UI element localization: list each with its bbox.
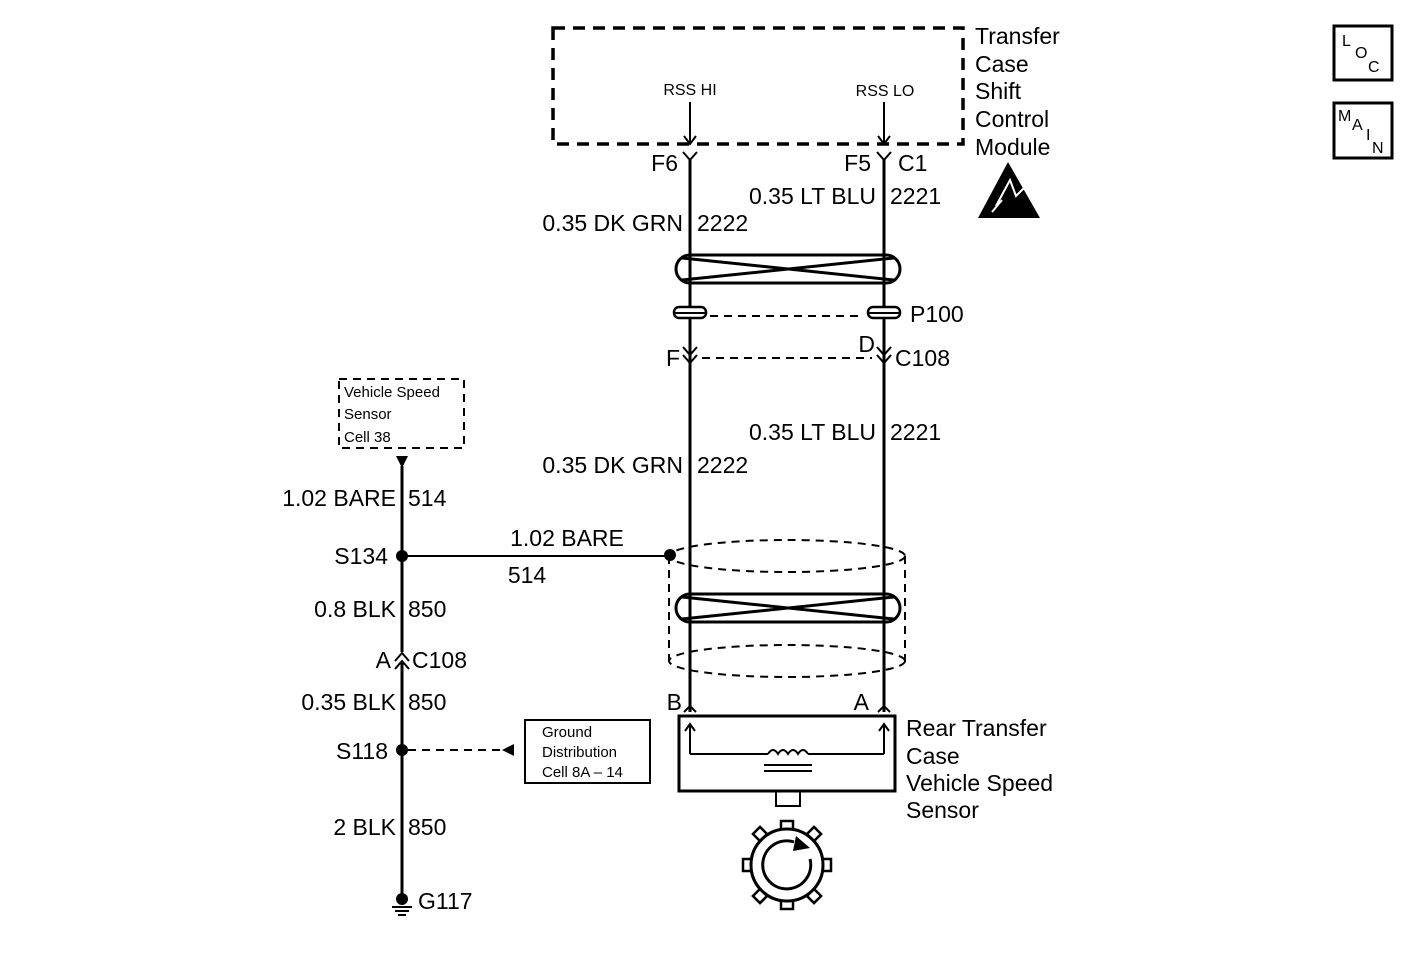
ref-box-ground-distribution[interactable]: Ground Distribution Cell 8A – 14 — [524, 719, 651, 784]
ground-dist-line-1: Ground — [542, 724, 592, 741]
vss-ref-line-3: Cell 38 — [344, 429, 391, 446]
wire-label-blk-035: 0.35 BLK — [301, 689, 396, 715]
reluctor-wheel-icon — [741, 819, 833, 911]
speed-sensor-component — [677, 714, 897, 807]
shift-control-module: RSS HI RSS LO Transfer Case Shift Contro… — [551, 23, 1060, 218]
module-pin-lo — [876, 102, 892, 162]
circuit-850-c: 850 — [408, 814, 446, 840]
ref-box-vehicle-speed-sensor[interactable]: Vehicle Speed Sensor Cell 38 — [338, 378, 465, 449]
circuit-2221-upper: 2221 — [890, 183, 941, 209]
vss-ref-line-1: Vehicle Speed — [344, 384, 440, 401]
wire-label-ltblu-lower: 0.35 LT BLU — [749, 419, 876, 445]
conn-c1: C1 — [898, 150, 927, 176]
sensor-pin-a: A — [854, 689, 870, 715]
c108-ground-pin-a: A — [376, 647, 392, 673]
splice-s134-label: S134 — [334, 543, 388, 569]
module-title-line-3: Shift — [975, 78, 1022, 104]
pin-label-rss-hi: RSS HI — [663, 82, 716, 99]
loc-letter-c: C — [1368, 59, 1380, 76]
vss-ref-line-2: Sensor — [344, 406, 392, 423]
loc-letter-o: O — [1355, 45, 1367, 62]
module-title-line-5: Module — [975, 134, 1050, 160]
ground-dist-arrow-icon — [502, 744, 514, 756]
module-title-line-2: Case — [975, 51, 1029, 77]
main-letter-a: A — [1352, 117, 1363, 134]
wire-label-bare-drain: 1.02 BARE — [510, 525, 624, 551]
ground-g117-label: G117 — [418, 888, 473, 914]
main-letter-i: I — [1366, 127, 1370, 144]
twisted-pair-upper — [674, 253, 902, 285]
circuit-514-upper: 514 — [408, 485, 447, 511]
sensor-title-line-3: Vehicle Speed — [906, 770, 1053, 796]
passthrough-label: P100 — [910, 301, 964, 327]
ground-g117-icon — [392, 893, 412, 916]
connector-c108-ground — [394, 651, 410, 670]
ground-dist-line-2: Distribution — [542, 744, 617, 761]
wire-label-ltblu-upper: 0.35 LT BLU — [749, 183, 876, 209]
drain-connection-dot — [664, 549, 676, 561]
circuit-2222-upper: 2222 — [697, 210, 748, 236]
ref-arrow-down-icon — [396, 456, 408, 468]
module-pin-hi — [682, 102, 698, 162]
module-title-line-1: Transfer — [975, 23, 1060, 49]
module-title-line-4: Control — [975, 106, 1049, 132]
conn-pin-f6: F6 — [651, 150, 678, 176]
loc-letter-l: L — [1342, 33, 1351, 50]
sensor-pin-chevrons — [683, 704, 891, 713]
circuit-850-b: 850 — [408, 689, 446, 715]
wire-label-blk-08: 0.8 BLK — [314, 596, 396, 622]
circuit-2222-lower: 2222 — [697, 452, 748, 478]
c108-pin-f: F — [666, 345, 680, 371]
connector-c108-pair — [682, 346, 892, 365]
sensor-title-line-2: Case — [906, 743, 960, 769]
pin-label-rss-lo: RSS LO — [856, 83, 915, 100]
esd-warning-icon — [978, 162, 1040, 218]
c108-ground-label: C108 — [412, 647, 467, 673]
sensor-title-line-4: Sensor — [906, 797, 979, 823]
c108-label: C108 — [895, 345, 950, 371]
circuit-850-a: 850 — [408, 596, 446, 622]
circuit-2221-lower: 2221 — [890, 419, 941, 445]
sensor-title-line-1: Rear Transfer — [906, 715, 1047, 741]
wire-label-dkgrn-lower: 0.35 DK GRN — [542, 452, 683, 478]
shielded-twisted-pair — [668, 539, 906, 678]
loc-button[interactable]: L O C — [1332, 24, 1394, 82]
circuit-514-drain: 514 — [508, 562, 547, 588]
ground-dist-line-3: Cell 8A – 14 — [542, 764, 623, 781]
conn-pin-f5: F5 — [844, 150, 871, 176]
c108-pin-d: D — [858, 331, 875, 357]
wire-label-dkgrn-upper: 0.35 DK GRN — [542, 210, 683, 236]
main-letter-n: N — [1372, 140, 1384, 157]
wire-label-blk-2: 2 BLK — [333, 814, 396, 840]
passthrough-p100 — [672, 305, 902, 320]
sensor-pin-b: B — [667, 689, 682, 715]
main-button[interactable]: M A I N — [1332, 101, 1394, 160]
splice-s118-label: S118 — [336, 738, 388, 764]
main-letter-m: M — [1338, 108, 1351, 125]
splice-s118-dot — [396, 744, 408, 756]
wire-label-bare-upper: 1.02 BARE — [282, 485, 396, 511]
